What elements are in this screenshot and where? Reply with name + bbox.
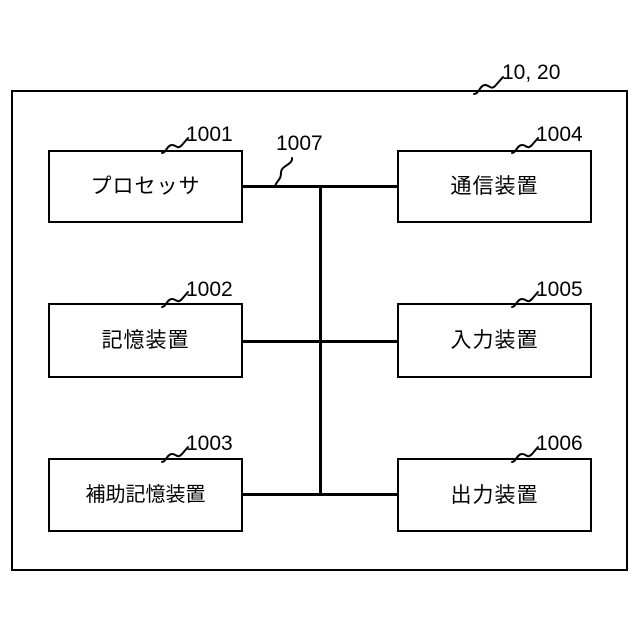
system-leader-squiggle-icon [473,76,504,95]
block-output-device-label: 出力装置 [450,483,539,507]
block-input-device: 入力装置 [397,303,592,378]
block-output-device-reference-numeral: 1006 [536,432,583,455]
processor-leader-squiggle-icon [161,137,189,154]
bus-reference-numeral: 1007 [276,132,323,155]
input-device-leader-squiggle-icon [511,291,539,308]
block-memory-device-reference-numeral: 1002 [186,278,233,301]
block-processor: プロセッサ [48,150,243,223]
block-memory-device-label: 記憶装置 [101,329,190,352]
block-memory-device: 記憶装置 [48,303,243,378]
block-communication-device-label: 通信装置 [450,175,539,198]
output-device-leader-squiggle-icon [511,446,539,463]
system-reference-numeral: 10, 20 [502,61,561,84]
auxiliary-memory-device-leader-squiggle-icon [161,446,189,463]
block-auxiliary-memory-device-reference-numeral: 1003 [186,432,233,455]
block-auxiliary-memory-device-label: 補助記憶装置 [85,484,206,506]
communication-device-leader-squiggle-icon [511,137,539,154]
block-processor-label: プロセッサ [90,175,201,198]
block-processor-reference-numeral: 1001 [186,123,233,146]
block-output-device: 出力装置 [397,458,592,532]
block-communication-device-reference-numeral: 1004 [536,123,583,146]
block-input-device-label: 入力装置 [450,329,539,352]
block-communication-device: 通信装置 [397,150,592,223]
memory-device-leader-squiggle-icon [161,291,189,308]
system-enclosure [11,90,628,571]
bus-leader-squiggle-icon [274,157,293,187]
block-auxiliary-memory-device: 補助記憶装置 [48,458,243,532]
bus-vertical-spine [319,185,322,496]
block-input-device-reference-numeral: 1005 [536,278,583,301]
